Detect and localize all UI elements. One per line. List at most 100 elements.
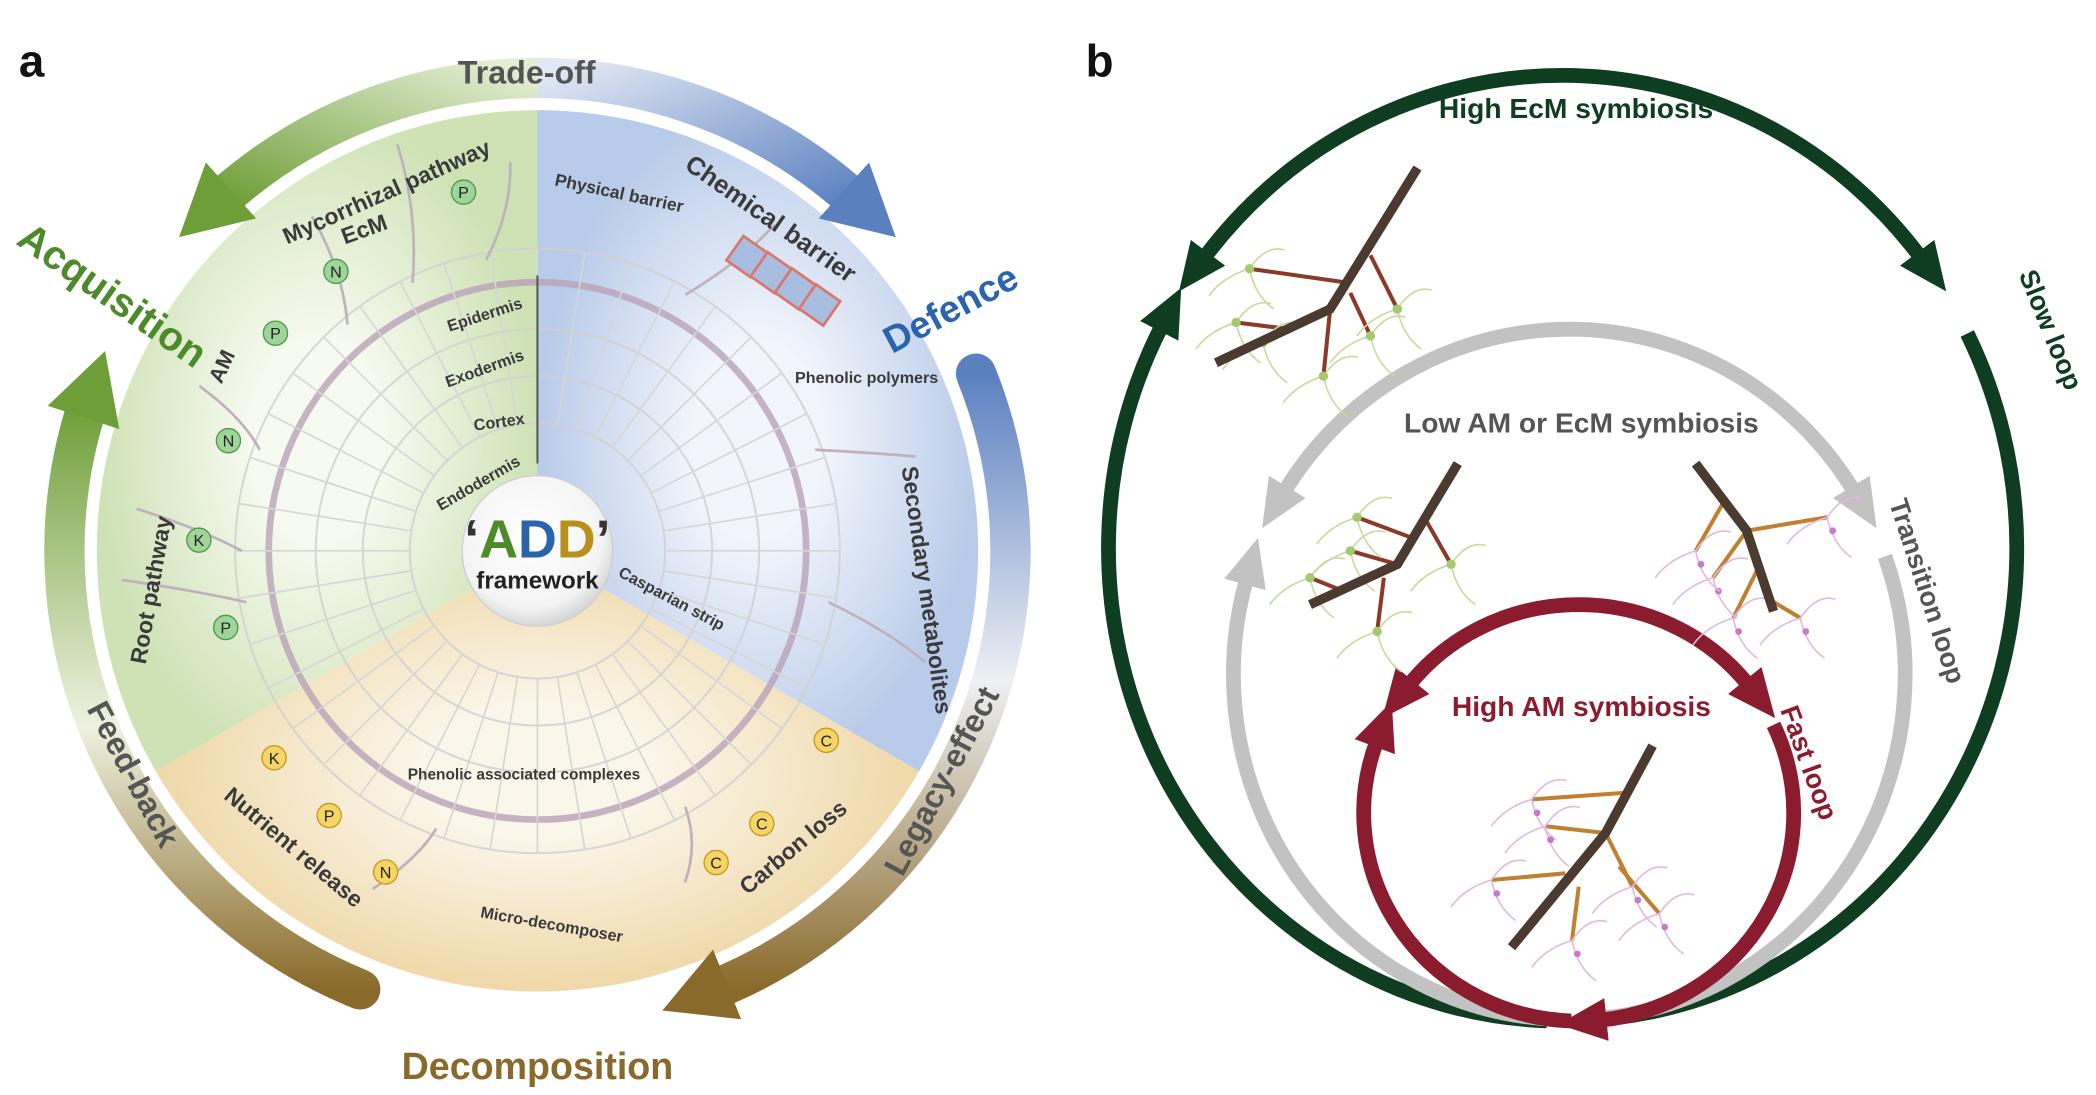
- nutrient-circle: [316, 802, 342, 829]
- fast-loop-top-arrow: [1382, 597, 1776, 719]
- root-branch: [1356, 515, 1412, 540]
- root-nutrient-P: P: [262, 320, 289, 346]
- soil-nutrient-C: C: [703, 849, 729, 876]
- nutrient-circle: [215, 427, 242, 454]
- cell-wall: [658, 456, 826, 513]
- root-branch: [1321, 308, 1333, 377]
- spore: [1574, 950, 1581, 958]
- cell-wall: [627, 640, 752, 766]
- transition-loop-left-arrow: [1224, 537, 1558, 1027]
- cell-wall: [489, 676, 519, 850]
- root-trunk: [1308, 461, 1462, 609]
- add-label: ‘ADD’: [464, 510, 610, 570]
- high-am-label: High AM symbiosis: [1452, 690, 1711, 722]
- nutrient-circle: [703, 849, 729, 876]
- ecm-mantle: [1372, 626, 1382, 637]
- cell-wall: [594, 281, 676, 438]
- cell-wall: [611, 305, 716, 449]
- ecm-mantle: [1392, 304, 1403, 314]
- cell-wall: [640, 625, 783, 730]
- root-branch: [1531, 790, 1626, 802]
- spore: [1547, 836, 1554, 844]
- root-branch: [1746, 515, 1828, 533]
- hypha: [1410, 543, 1487, 606]
- hypha: [1490, 778, 1567, 841]
- framework-label: framework: [476, 567, 599, 594]
- cell-wall: [292, 372, 435, 477]
- hypha: [1591, 866, 1668, 928]
- soil-nutrient-K: K: [261, 745, 287, 771]
- nutrient-circle: [372, 859, 399, 885]
- low-am-root: [1654, 460, 1863, 659]
- ecm-mantle: [1318, 371, 1329, 381]
- cell-wall: [359, 305, 464, 449]
- nutrient-symbol: C: [820, 732, 832, 750]
- trade-off-to-acquisition-arrow: [179, 57, 538, 238]
- nutrient-circle: [212, 614, 239, 641]
- panel-b-letter: b: [1086, 36, 1114, 87]
- hypha: [484, 162, 512, 261]
- spore: [1533, 809, 1541, 817]
- nutrient-symbol: C: [756, 816, 768, 834]
- cell-wall: [576, 672, 632, 839]
- hypha: [815, 448, 916, 458]
- nutrient-symbol: P: [324, 808, 335, 826]
- spore: [1829, 527, 1836, 535]
- nutrient-symbol: C: [710, 855, 722, 873]
- high-am-root: [1450, 743, 1695, 982]
- root-branch: [1368, 254, 1400, 310]
- defence-to-decomposition-arrow: [662, 353, 1031, 1020]
- cell-wall: [359, 653, 464, 796]
- root-trunk: [1507, 743, 1657, 951]
- defence-sector: [537, 110, 979, 772]
- hypha: [396, 143, 416, 284]
- decomposition-to-acquisition-arrow: [44, 351, 381, 1010]
- cell-wall: [238, 570, 412, 599]
- cell-wall: [267, 608, 425, 689]
- cell-wall: [323, 640, 448, 766]
- soil-nutrient-P: P: [316, 802, 342, 829]
- panel-a: a ‘ADD’ framework Trade-off Acquisition …: [10, 36, 1031, 1087]
- fast-loop-left-arrow: [1354, 701, 1572, 1029]
- root-branch: [1249, 266, 1344, 285]
- root-branch: [1422, 516, 1453, 566]
- cell-wall: [594, 664, 676, 821]
- slow-loop-left-arrow: [1101, 287, 1548, 1029]
- cell-wall: [556, 676, 586, 850]
- phenolic-polymers-label: Phenolic polymers: [795, 369, 938, 387]
- root-branch: [1375, 577, 1386, 632]
- spore: [1697, 560, 1705, 568]
- hypha: [1759, 597, 1836, 659]
- panel-a-letter: a: [19, 36, 45, 87]
- cell-wall: [658, 589, 826, 646]
- nutrient-circle: [261, 745, 287, 771]
- cell-wall: [611, 653, 716, 796]
- cell-wall: [663, 570, 837, 599]
- cell-wall: [292, 625, 435, 730]
- root-nutrient-N: N: [323, 258, 349, 285]
- hypha: [121, 578, 247, 604]
- cell-wall: [249, 456, 417, 513]
- cell-wall: [267, 412, 425, 494]
- cell-wall: [576, 263, 632, 430]
- cell-wall: [640, 372, 783, 477]
- root-cross-section: [121, 143, 926, 891]
- nutrient-symbol: P: [220, 619, 231, 637]
- cell-wall: [249, 589, 417, 646]
- framework-disc: [96, 110, 979, 992]
- slow-loop-right-arc: [1578, 330, 2025, 1029]
- nutrient-symbol: P: [270, 325, 281, 343]
- transition-loop-top-arrow: [1262, 321, 1877, 529]
- cell-wall: [650, 608, 808, 689]
- ecm-mantle: [1345, 546, 1356, 556]
- hypha: [1208, 248, 1285, 310]
- root-branch: [1693, 496, 1729, 552]
- root-trunk: [1691, 460, 1778, 613]
- soil-nutrient-N: N: [372, 859, 399, 885]
- root-nutrient-P: P: [450, 179, 477, 205]
- nutrient-symbol: K: [269, 750, 280, 768]
- cell-wall: [489, 252, 519, 425]
- ecm-mantle: [1446, 559, 1456, 569]
- cell-wall: [663, 502, 837, 532]
